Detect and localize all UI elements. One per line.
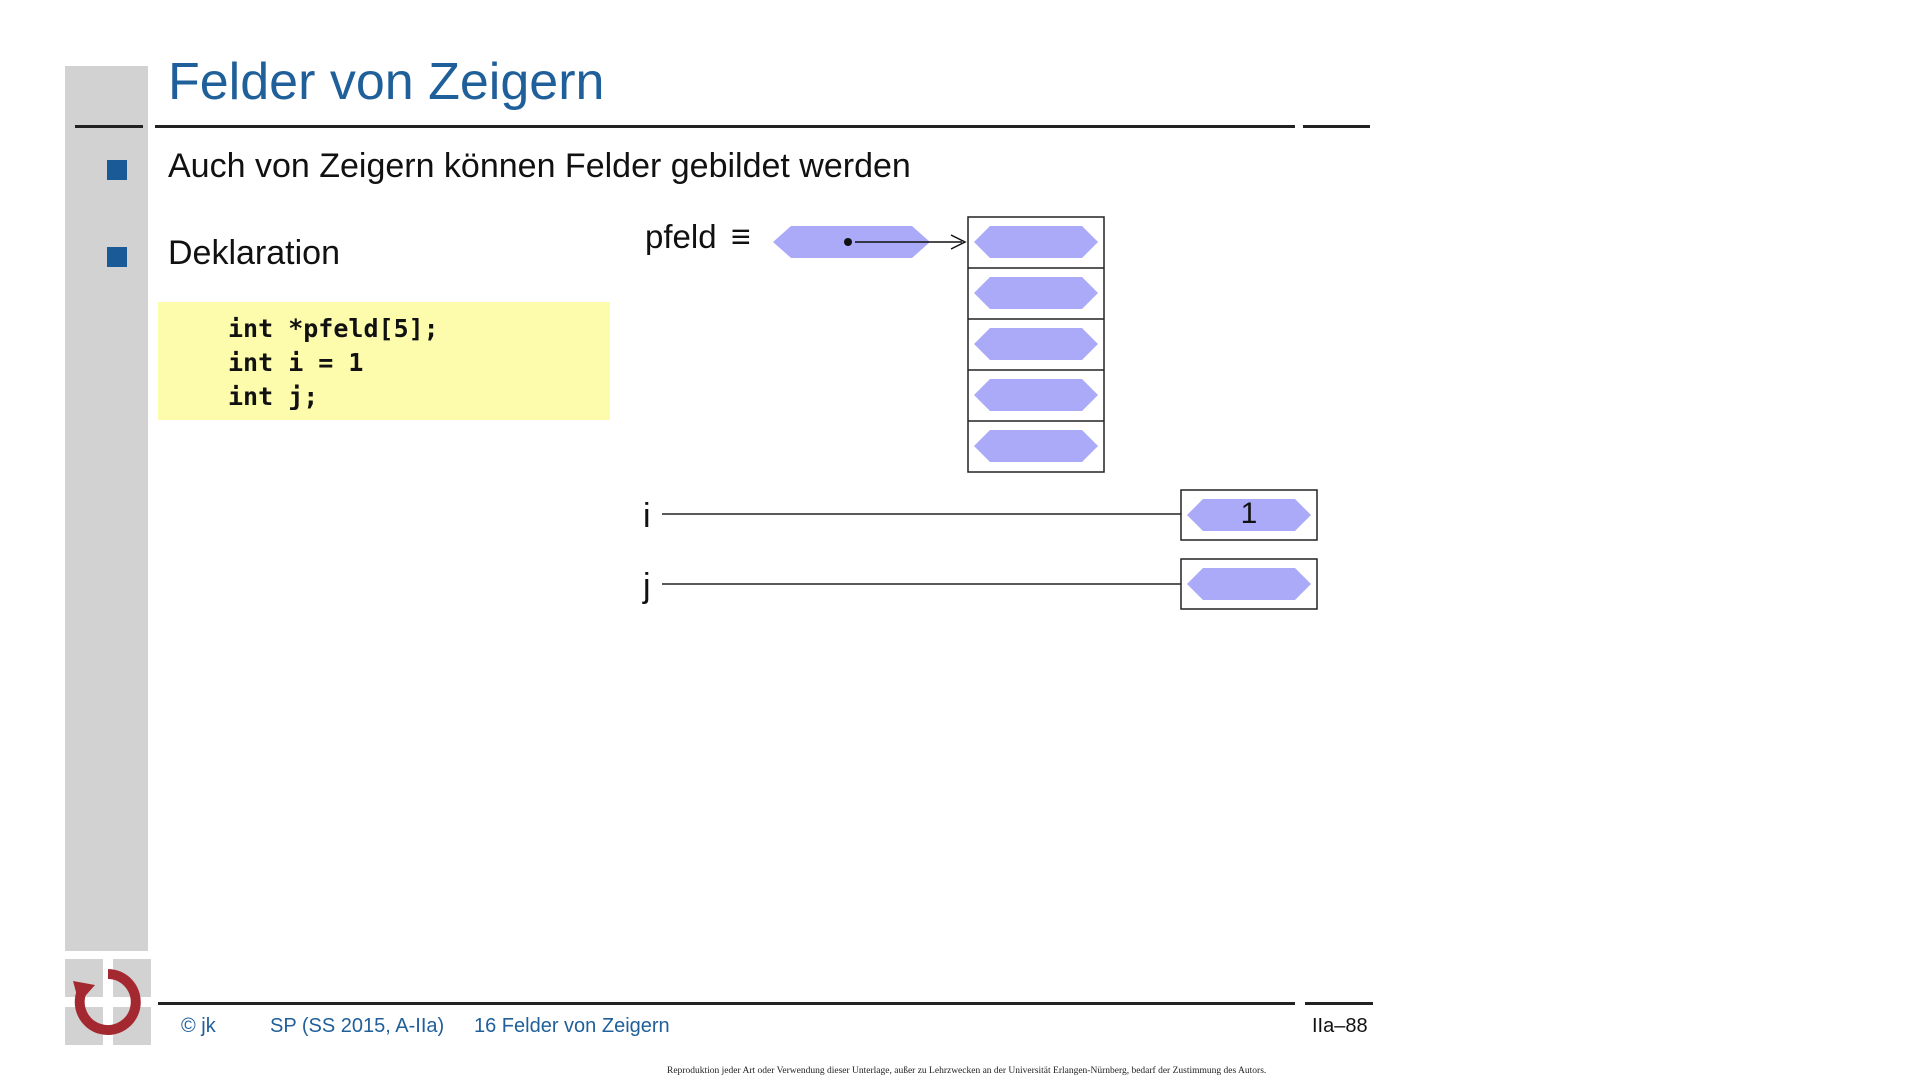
footer-rule-main (158, 1002, 1295, 1005)
j-box (1180, 558, 1318, 610)
code-line: int j; (228, 382, 319, 411)
j-cell (1187, 568, 1311, 600)
i-label: i (643, 497, 651, 535)
array-frame (967, 216, 1105, 473)
pfeld-label: pfeld (645, 218, 717, 255)
footer-section: 16 Felder von Zeigern (474, 1015, 670, 1037)
equiv-symbol: ≡ (731, 218, 751, 256)
pointer-dot (844, 238, 852, 246)
i-cell (1187, 499, 1311, 531)
footer-page-number: IIa–88 (1312, 1015, 1368, 1037)
header-rule-main (155, 125, 1295, 128)
bullet-marker (107, 247, 127, 267)
code-line: int *pfeld[5]; (228, 314, 439, 343)
i-value: 1 (1240, 497, 1258, 530)
j-label: j (643, 567, 651, 605)
bullet-text: Auch von Zeigern können Felder gebildet … (168, 147, 911, 185)
header-rule-left (75, 125, 143, 128)
array-cell (974, 277, 1098, 309)
footer-course: SP (SS 2015, A-IIa) (270, 1015, 445, 1037)
logo-ring-icon (73, 969, 141, 1035)
logo (65, 959, 151, 1045)
footer-copyright: © jk (181, 1015, 216, 1037)
array-cell (974, 226, 1098, 258)
header-rule-right (1303, 125, 1370, 128)
array-cell (974, 379, 1098, 411)
footer-rule-right (1305, 1002, 1373, 1005)
disclaimer-text: Reproduktion jeder Art oder Verwendung d… (667, 1066, 1267, 1076)
bullet-marker (107, 160, 127, 180)
page-title: Felder von Zeigern (168, 53, 605, 111)
code-line: int i = 1 (228, 348, 364, 377)
sidebar-bar (65, 66, 148, 951)
bullet-text: Deklaration (168, 234, 340, 272)
array-cell (974, 430, 1098, 462)
pointer-arrowhead (950, 234, 967, 250)
i-box (1180, 489, 1318, 541)
array-cell (974, 328, 1098, 360)
code-block: int *pfeld[5]; int i = 1 int j; (158, 302, 610, 420)
